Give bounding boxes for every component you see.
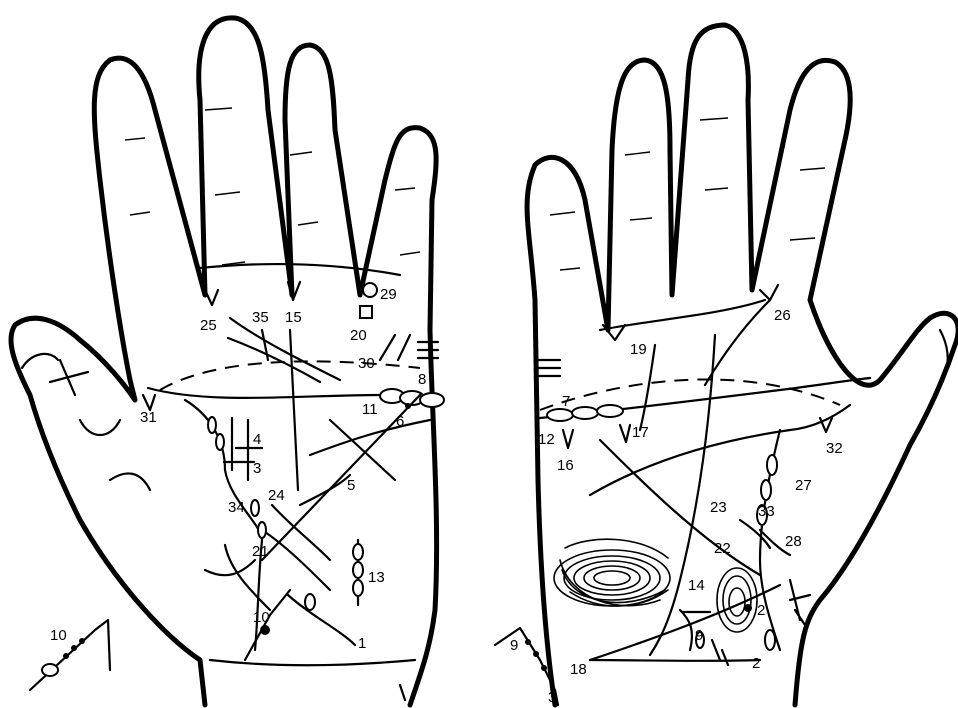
right-inset-dot-2 (533, 651, 539, 657)
right-inset-label-b: 3 (548, 689, 556, 706)
left-line-24 (272, 505, 330, 560)
label-right-27: 27 (795, 477, 812, 494)
label-left-8: 8 (418, 371, 426, 388)
label-right-19: 19 (630, 341, 647, 358)
label-left-5: 5 (347, 477, 355, 494)
label-right-12: 12 (538, 431, 555, 448)
right-heart-isle-3 (597, 405, 623, 417)
left-cross-x (310, 420, 430, 480)
left-life-isle-1 (208, 417, 216, 433)
label-right-7: 7 (562, 393, 570, 410)
left-inset-isle (42, 664, 58, 676)
left-line-21 (262, 530, 330, 590)
label-left-25: 25 (200, 317, 217, 334)
right-dashed-arc (540, 379, 840, 410)
right-life-isle-2 (761, 480, 771, 500)
label-left-34: 34 (228, 499, 245, 516)
right-inset-label-a: 9 (510, 637, 518, 654)
left-thumb-joint (80, 420, 120, 435)
left-mark-20-square (360, 306, 372, 318)
left-branch-5 (300, 475, 350, 505)
right-isle-2-lower (765, 630, 775, 650)
left-mark-29-circle (363, 283, 377, 297)
left-life-isle-4 (258, 522, 266, 538)
label-right-28: 28 (785, 533, 802, 550)
right-hand (527, 25, 958, 705)
left-chain-13-isle-3 (353, 580, 363, 596)
label-left-20: 20 (350, 327, 367, 344)
left-fate-line (290, 330, 298, 490)
right-inset-dot-3 (541, 665, 547, 671)
label-left-21: 21 (252, 543, 269, 560)
label-right-33: 33 (758, 503, 775, 520)
right-loop-dot (744, 604, 752, 612)
right-loop-pattern (717, 568, 757, 632)
left-head-line (230, 318, 340, 380)
label-left-29: 29 (380, 286, 397, 303)
left-life-isle-2 (216, 434, 224, 450)
left-heart-island-3 (420, 393, 444, 407)
left-chain-13-isle-1 (353, 544, 363, 560)
label-right-26: 26 (774, 307, 791, 324)
right-life-isle-1 (767, 455, 777, 475)
right-whorl-pattern (554, 539, 670, 606)
right-finger-ticks (603, 285, 778, 340)
label-left-13: 13 (368, 569, 385, 586)
right-head-line-2 (600, 440, 760, 575)
left-chain-13-isle-2 (353, 562, 363, 578)
right-inset-dot-1 (525, 639, 531, 645)
left-inset-label: 10 (50, 627, 67, 644)
label-left-35: 35 (252, 309, 269, 326)
label-left-15: 15 (285, 309, 302, 326)
right-wrist-line (590, 660, 760, 661)
label-left-4: 4 (253, 431, 261, 448)
left-line-10-dot (260, 625, 270, 635)
label-right-2a: 2 (757, 602, 765, 619)
label-right-9: 9 (695, 627, 703, 644)
left-hand (11, 18, 444, 705)
left-tick-31 (143, 395, 155, 410)
right-heart-isle-1 (547, 409, 573, 421)
left-line-1 (288, 595, 355, 645)
label-left-1: 1 (358, 635, 366, 652)
label-right-17: 17 (632, 424, 649, 441)
left-inset-dot-1 (63, 653, 69, 659)
left-palm-top-curve (200, 264, 400, 275)
label-left-31: 31 (140, 409, 157, 426)
label-right-22: 22 (714, 540, 731, 557)
left-thumb-ball-line (110, 473, 150, 490)
left-inset-dot-2 (71, 645, 77, 651)
label-right-32: 32 (826, 440, 843, 457)
left-wrist-crease (210, 660, 415, 665)
label-left-10: 10 (253, 609, 270, 626)
right-hand-labels: 2 2 7 9 12 14 16 17 18 19 22 23 26 27 28… (538, 307, 843, 678)
right-thumb-nail (940, 330, 948, 375)
label-right-2b: 2 (752, 655, 760, 672)
left-thumb-cross (50, 360, 88, 395)
label-left-24: 24 (268, 487, 285, 504)
label-left-30: 30 (358, 355, 375, 372)
label-right-14: 14 (688, 577, 705, 594)
label-right-16: 16 (557, 457, 574, 474)
label-left-3: 3 (253, 460, 261, 477)
left-isle-near-1 (305, 594, 315, 610)
left-finger-ticks (205, 282, 300, 305)
left-thumb-nail (22, 354, 58, 368)
label-left-6: 6 (396, 413, 404, 430)
left-hand-side-mark (400, 685, 405, 700)
label-left-11: 11 (362, 401, 378, 418)
left-inset-line (30, 620, 110, 690)
label-right-23: 23 (710, 499, 727, 516)
label-right-18: 18 (570, 661, 587, 678)
right-heart-isle-2 (572, 407, 598, 419)
left-life-isle-3 (251, 500, 259, 516)
left-inset-dot-3 (79, 638, 85, 644)
left-inset: 10 (30, 620, 110, 690)
right-ticks-12-17 (563, 425, 630, 448)
right-lines-16 (535, 360, 560, 376)
